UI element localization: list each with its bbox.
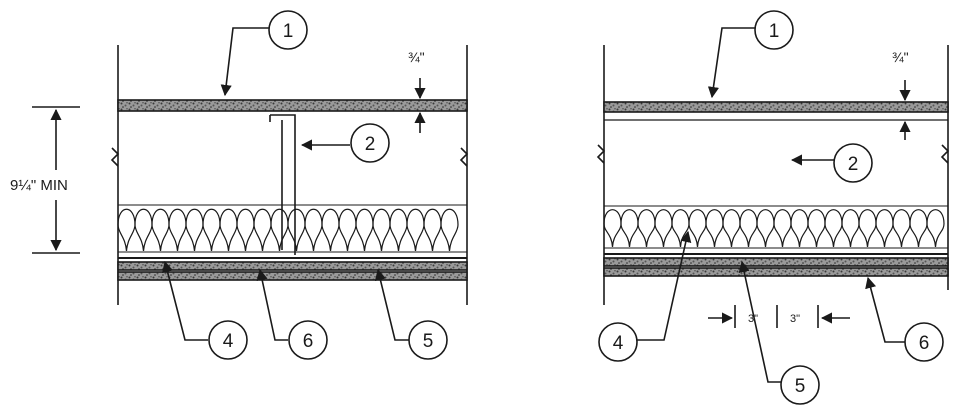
insulation-loop [892,209,911,248]
callout-circle-2 [350,123,390,163]
insulation-loop [151,208,170,252]
callout-label: 1 [769,21,780,42]
right-assembly [596,10,950,405]
insulation-loop [219,208,238,252]
insulation-loop [620,209,639,248]
insulation-loop [824,209,843,248]
insulation-loop [168,208,187,252]
insulation-loop [688,209,707,248]
spacing-dimension-label: 3" [790,313,800,325]
insulation-loop [841,209,860,248]
break-mark [596,144,606,164]
insulation-loop [287,208,306,252]
callout-circle-5 [408,320,448,360]
callout-circle-5 [780,365,820,405]
break-mark [940,144,950,164]
callout-label: 6 [303,331,314,352]
insulation-loop [654,209,673,248]
depth-dimension-label: 9¼" MIN [10,177,68,194]
insulation-loop [807,209,826,248]
insulation-loop [134,208,153,252]
callout-label: 2 [848,154,859,175]
insulation-loop [705,209,724,248]
insulation-loop [739,209,758,248]
subfloor-board [117,99,468,112]
insulation-loop [338,208,357,252]
insulation-loop [637,209,656,248]
callout-label: 4 [223,331,234,352]
thickness-dimension-label: ¾" [408,49,425,65]
callout-circle-6 [288,320,328,360]
gypsum-board [117,261,468,271]
insulation-loop [406,208,425,252]
break-mark [459,147,469,167]
break-mark [110,147,120,167]
insulation-loop [253,208,272,252]
insulation-loop [355,208,374,252]
insulation-loop [926,209,945,248]
insulation-loop [185,208,204,252]
insulation-batts [603,209,945,248]
callout-label: 1 [283,21,294,42]
insulation-loop [372,208,391,252]
insulation-loop [236,208,255,252]
insulation-loop [202,208,221,252]
callout-label: 2 [365,134,376,155]
insulation-loop [909,209,928,248]
insulation-loop [423,208,442,252]
left-assembly [32,10,469,360]
callout-label: 6 [919,333,930,354]
thickness-dimension-label: ¾" [892,49,909,65]
insulation-loop [440,208,459,252]
spacing-dimension-label: 3" [748,313,758,325]
insulation-loop [389,208,408,252]
subfloor-board [603,101,949,113]
joist-section [269,114,296,255]
insulation-loop [117,208,136,252]
callout-circle-4 [598,322,638,362]
callout-label: 4 [613,333,624,354]
insulation-loop [790,209,809,248]
callout-circle-1 [268,10,308,50]
callout-circle-4 [208,320,248,360]
callout-circle-2 [833,143,873,183]
insulation-loop [321,208,340,252]
insulation-loop [875,209,894,248]
insulation-loop [270,208,289,252]
insulation-loop [304,208,323,252]
insulation-loop [858,209,877,248]
gypsum-board [117,271,468,281]
gypsum-board [603,257,949,267]
insulation-loop [603,209,622,248]
gypsum-board [603,267,949,277]
callout-label: 5 [795,376,806,397]
callout-label: 5 [423,331,434,352]
callout-circle-1 [754,10,794,50]
insulation-loop [722,209,741,248]
callout-circle-6 [904,322,944,362]
insulation-loop [756,209,775,248]
insulation-loop [773,209,792,248]
insulation-batts [117,208,459,252]
